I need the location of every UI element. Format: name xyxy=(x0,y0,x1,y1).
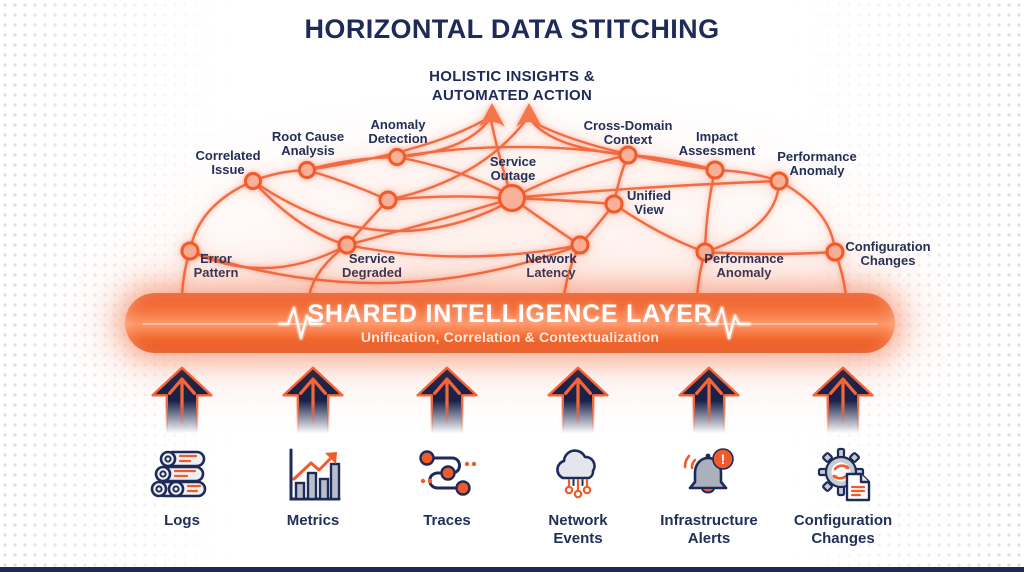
metrics-icon xyxy=(289,448,341,501)
node-label-performance-anomaly-bottom: Performance Anomaly xyxy=(704,251,784,281)
up-arrow-icon xyxy=(671,364,747,436)
shared-intelligence-layer: SHARED INTELLIGENCE LAYER Unification, C… xyxy=(125,293,895,353)
node-label-anomaly-detection: Anomaly Detection xyxy=(368,117,428,147)
source-label-logs: Logs xyxy=(164,512,200,529)
up-arrow-icon xyxy=(144,364,220,436)
halftone-dots-right xyxy=(774,0,1024,572)
footer-bar xyxy=(0,567,1024,572)
source-label-network-events: Network Events xyxy=(548,512,608,547)
traces-icon xyxy=(419,450,477,496)
outcome-label: HOLISTIC INSIGHTS & AUTOMATED ACTION xyxy=(429,68,595,104)
halftone-dots-left xyxy=(0,0,250,572)
source-infrastructure-alerts: ! Infrastructure Alerts xyxy=(634,364,784,548)
node-label-service-degraded: Service Degraded xyxy=(342,251,402,281)
source-label-traces: Traces xyxy=(423,512,471,529)
node-label-correlated-issue: Correlated Issue xyxy=(195,148,261,178)
node-label-error-pattern: Error Pattern xyxy=(193,251,239,281)
source-logs: Logs xyxy=(107,364,257,530)
source-label-configuration-changes: Configuration Changes xyxy=(793,512,893,547)
heartbeat-pulse-icon xyxy=(142,305,878,341)
up-arrow-icon xyxy=(275,364,351,436)
intelligence-layer-title: SHARED INTELLIGENCE LAYER xyxy=(307,299,713,328)
svg-text:!: ! xyxy=(721,451,726,467)
infrastructure-alerts-icon: ! xyxy=(683,448,734,494)
page-title: HORIZONTAL DATA STITCHING xyxy=(304,14,720,44)
network-events-icon xyxy=(556,449,596,499)
node-label-unified-view: Unified View xyxy=(626,188,672,218)
logs-icon xyxy=(150,450,207,498)
source-label-infrastructure-alerts: Infrastructure Alerts xyxy=(660,512,758,547)
source-configuration-changes: Configuration Changes xyxy=(768,364,918,548)
source-metrics: Metrics xyxy=(238,364,388,530)
configuration-changes-icon xyxy=(817,447,871,502)
up-arrow-icon xyxy=(540,364,616,436)
up-arrow-icon xyxy=(409,364,485,436)
source-traces: Traces xyxy=(372,364,522,530)
intelligence-layer-subtitle: Unification, Correlation & Contextualiza… xyxy=(360,329,660,346)
node-label-network-latency: Network Latency xyxy=(525,251,577,281)
source-network-events: Network Events xyxy=(503,364,653,548)
up-arrow-icon xyxy=(805,364,881,436)
source-label-metrics: Metrics xyxy=(286,512,340,529)
node-label-configuration-changes: Configuration Changes xyxy=(845,239,931,269)
node-label-service-outage: Service Outage xyxy=(489,154,537,184)
node-label-performance-anomaly-top: Performance Anomaly xyxy=(777,149,857,179)
